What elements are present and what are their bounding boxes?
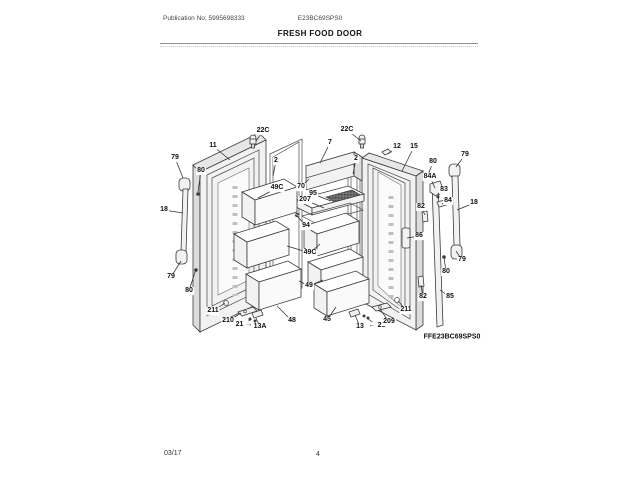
hinge-hole-left (223, 300, 229, 306)
title-rule (160, 43, 478, 44)
model-number: E23BC69SPS0 (297, 15, 343, 22)
screw-22c-right (358, 134, 366, 149)
publication-number: Publication No: 5995698333 (163, 15, 245, 22)
footer-date: 03/17 (164, 450, 182, 457)
door-bin-48 (245, 260, 302, 311)
screw-22c-left (249, 134, 257, 149)
page-title: FRESH FOOD DOOR (277, 29, 363, 38)
screw-83 (436, 195, 440, 199)
bracket-84a (429, 180, 444, 197)
clip-82-upper (421, 210, 429, 223)
screw-21-left-a (248, 317, 252, 321)
title-rule-dotted (160, 46, 478, 47)
right-door-drawing (361, 152, 424, 331)
hinge-plate-209 (371, 302, 392, 312)
right-handle-drawing (426, 163, 463, 260)
footer-page-number: 4 (316, 451, 320, 458)
door-bin-left-middle (233, 220, 290, 269)
screw-21-right-a (362, 314, 366, 318)
diagram-model-label: FFE23BC69SPS0 (423, 333, 481, 341)
door-stop-13 (348, 308, 361, 318)
hinge-hole-right (394, 297, 400, 303)
door-stop-13a (251, 309, 264, 319)
bracket-12 (381, 148, 392, 156)
water-housing-86 (401, 227, 411, 249)
screw-21-right-b (366, 316, 370, 320)
dairy-module-drawing (294, 151, 366, 224)
screw-80-top-left (196, 192, 200, 196)
screw-94 (294, 212, 300, 218)
door-bin-49c-center (303, 212, 360, 257)
screw-21-left-b (253, 319, 257, 323)
door-bin-45 (313, 270, 370, 317)
clip-82-lower (417, 275, 425, 288)
